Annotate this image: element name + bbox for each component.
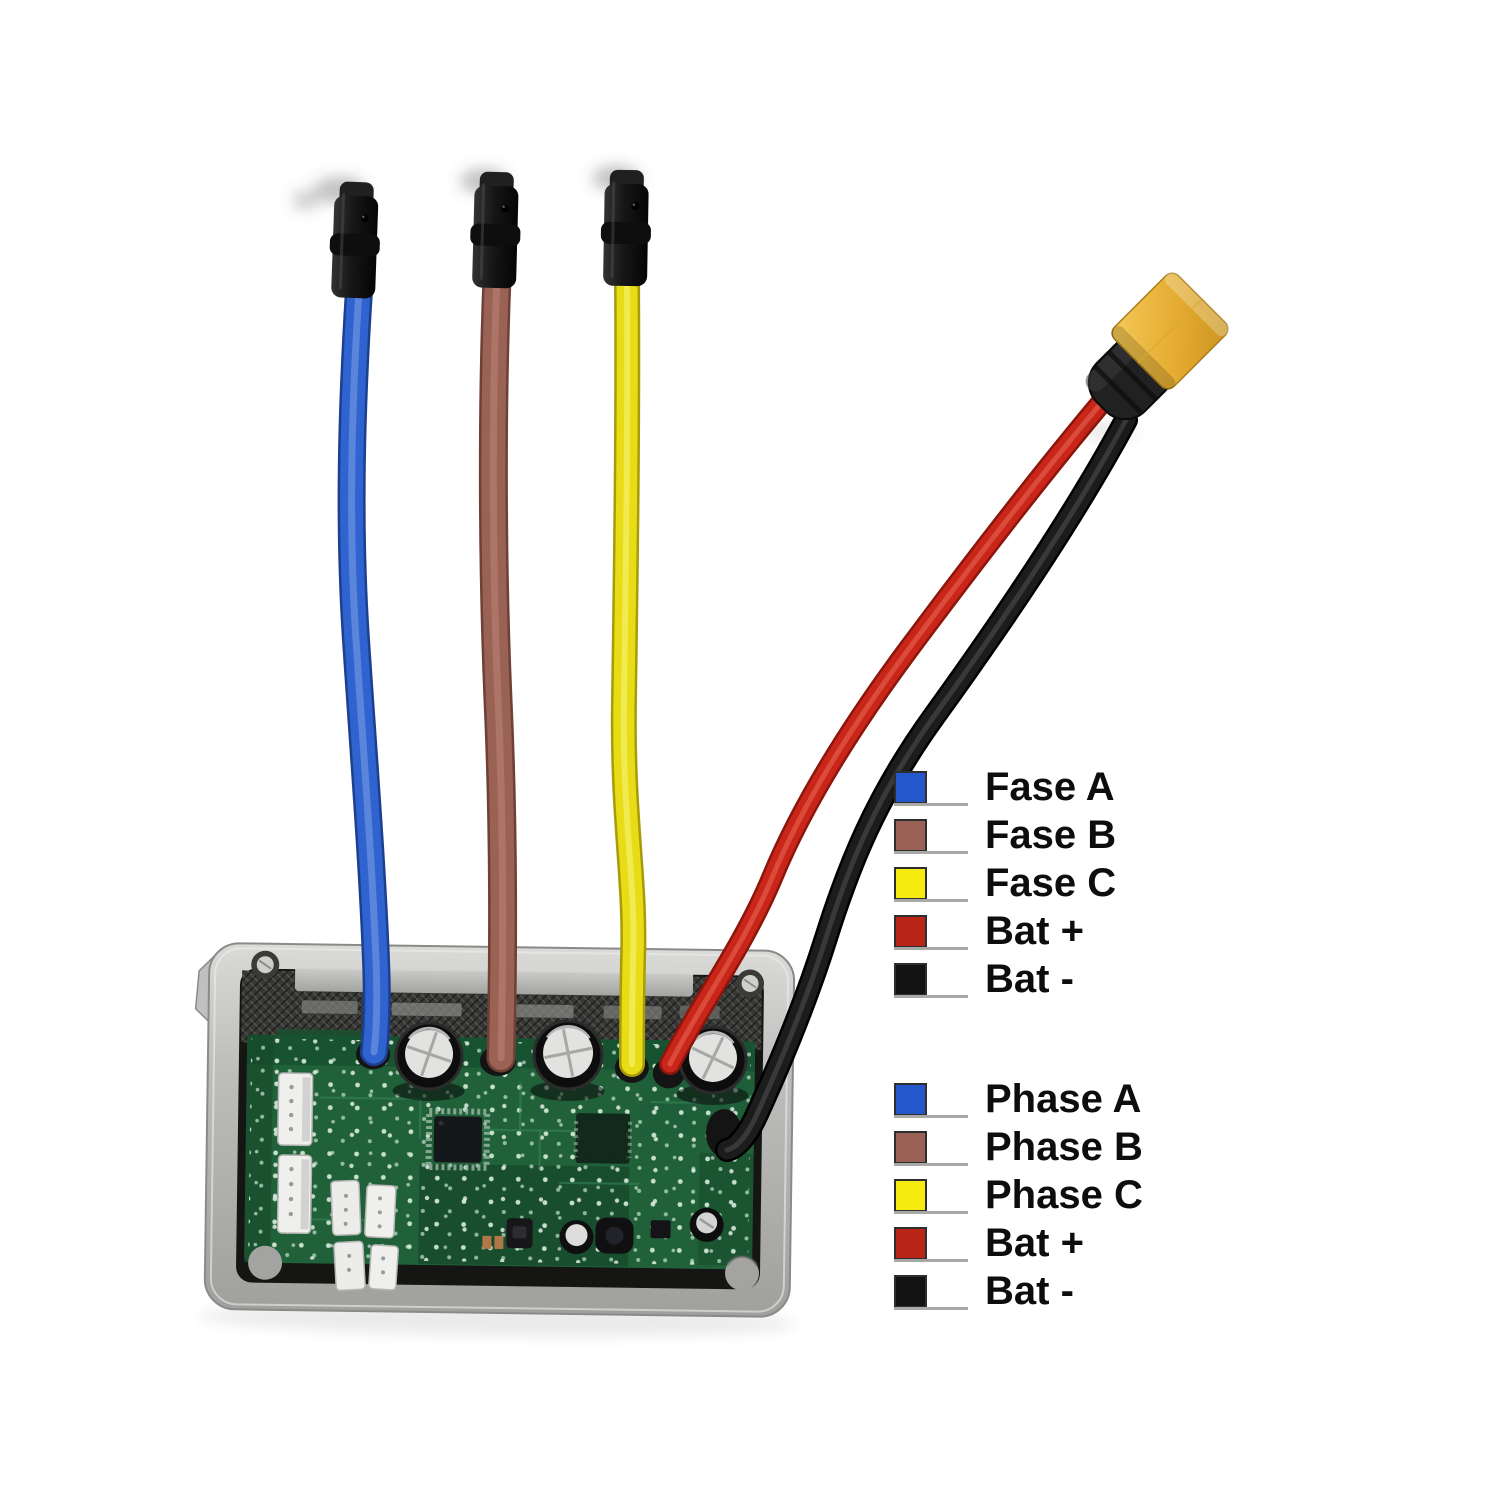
mcu-chip xyxy=(425,1107,491,1171)
phase-a-wire xyxy=(337,276,391,1066)
xt60-connector xyxy=(1082,271,1230,443)
leader-line xyxy=(894,899,968,902)
capacitor-2 xyxy=(530,1019,605,1101)
color-swatch-bat-plus xyxy=(894,915,968,950)
leader-line xyxy=(894,1307,968,1310)
phase-b-wire xyxy=(478,263,518,1073)
legend-label: Bat + xyxy=(985,909,1084,953)
legend-label: Bat + xyxy=(985,1221,1084,1265)
bullet-connector-phase-a xyxy=(329,181,380,299)
color-swatch-bat-plus-2 xyxy=(894,1227,968,1262)
color-swatch-phase-a xyxy=(894,1083,968,1118)
legend-row: Phase C xyxy=(894,1173,1143,1217)
wires xyxy=(337,263,1138,1162)
bat-plus-wire xyxy=(659,391,1113,1075)
color-swatch-phase-c xyxy=(894,1179,968,1214)
jst-connector-cluster xyxy=(330,1179,399,1292)
leader-line xyxy=(894,1211,968,1214)
xt60-body xyxy=(1110,271,1230,391)
leader-line xyxy=(894,995,968,998)
corner-bosses xyxy=(248,1245,759,1291)
color-swatch-phase-b xyxy=(894,1131,968,1166)
pcb xyxy=(244,1019,759,1292)
legend-label: Fase B xyxy=(985,813,1117,857)
color-swatch-fase-c xyxy=(894,867,968,902)
leader-line xyxy=(894,1259,968,1262)
jst-connector-1 xyxy=(277,1072,314,1147)
legend-row: Phase B xyxy=(894,1125,1143,1169)
legend-row: Fase A xyxy=(894,765,1116,809)
leader-line xyxy=(894,947,968,950)
jst-connector-2 xyxy=(276,1154,313,1235)
legend-label: Fase A xyxy=(985,765,1115,809)
legend-label: Bat - xyxy=(985,1269,1074,1313)
bullet-connector-phase-c xyxy=(600,169,651,287)
leader-line xyxy=(894,803,968,806)
legend-phase: Phase A Phase B Phase C Bat + Bat - xyxy=(894,1077,1143,1313)
color-swatch-bat-minus xyxy=(894,963,968,998)
legend-row: Bat + xyxy=(894,1221,1143,1265)
capacitor-3 xyxy=(676,1025,749,1105)
legend-label: Phase A xyxy=(985,1077,1142,1121)
legend-row: Fase C xyxy=(894,861,1116,905)
legend-label: Bat - xyxy=(985,957,1074,1001)
leader-line xyxy=(894,1163,968,1166)
legend-label: Phase C xyxy=(985,1173,1143,1217)
legend-row: Bat + xyxy=(894,909,1116,953)
legend-row: Bat - xyxy=(894,957,1116,1001)
legend-row: Phase A xyxy=(894,1077,1143,1121)
color-swatch-fase-b xyxy=(894,819,968,854)
legend-row: Bat - xyxy=(894,1269,1143,1313)
leader-line xyxy=(894,1115,968,1118)
bat-minus-wire xyxy=(715,408,1138,1162)
legend-label: Phase B xyxy=(985,1125,1143,1169)
phase-c-wire xyxy=(610,263,647,1077)
leader-line xyxy=(894,851,968,854)
small-components xyxy=(482,1207,724,1255)
legend-fase: Fase A Fase B Fase C Bat + Bat - xyxy=(894,765,1116,1001)
color-swatch-fase-a xyxy=(894,771,968,806)
bullet-connector-phase-b xyxy=(470,171,521,289)
legend-label: Fase C xyxy=(985,861,1117,905)
ic-chip-2 xyxy=(573,1113,633,1164)
color-swatch-bat-minus-2 xyxy=(894,1275,968,1310)
case-screw-topright xyxy=(736,969,765,998)
case-screw-topleft xyxy=(251,950,280,979)
legend-row: Fase B xyxy=(894,813,1116,857)
capacitor-1 xyxy=(392,1021,465,1102)
